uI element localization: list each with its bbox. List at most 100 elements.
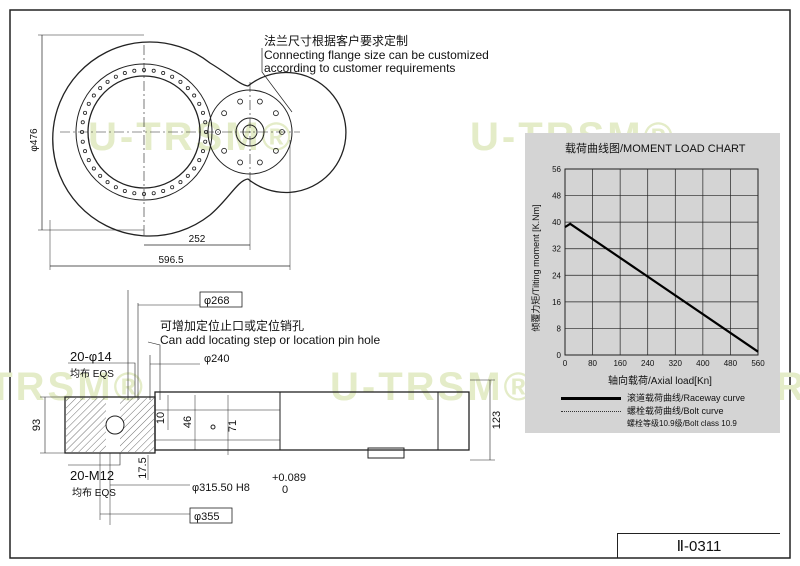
section-view-text: φ268 可增加定位止口或定位销孔 Can add locating step … bbox=[31, 295, 503, 523]
chart-x-tick-label: 560 bbox=[751, 359, 765, 368]
section-view bbox=[40, 290, 495, 525]
bolt-hole bbox=[203, 120, 208, 125]
dim-phi315-5-h8: φ315.50 H8 bbox=[192, 482, 250, 494]
bolt-hole bbox=[203, 139, 208, 144]
chart-x-tick-label: 320 bbox=[669, 359, 683, 368]
drawing-code-box: Ⅱ-0311 bbox=[617, 533, 780, 558]
bolt-hole bbox=[185, 86, 190, 91]
bolt-hole bbox=[80, 139, 85, 144]
drawing-code: Ⅱ-0311 bbox=[676, 538, 722, 555]
dim-phi268: φ268 bbox=[204, 295, 230, 307]
chart-y-tick-label: 16 bbox=[552, 298, 561, 307]
legend-raceway-label: 滚道载荷曲线/Raceway curve bbox=[627, 393, 746, 403]
bolt-hole bbox=[105, 180, 110, 185]
hole-bottom-spec: 20-M12 bbox=[70, 468, 114, 483]
bolt-hole bbox=[215, 129, 221, 135]
legend-bolt: 螺栓载荷曲线/Bolt curve bbox=[561, 404, 724, 417]
dim-93: 93 bbox=[31, 419, 43, 431]
bolt-hole bbox=[221, 110, 228, 117]
chart-y-tick-label: 40 bbox=[552, 218, 561, 227]
chart-grid bbox=[564, 168, 759, 356]
tolerance-upper: +0.089 bbox=[272, 472, 306, 484]
bolt-hole bbox=[122, 188, 127, 193]
chart-y-tick-label: 8 bbox=[557, 324, 562, 333]
chart-y-tick-label: 48 bbox=[552, 192, 561, 201]
bolt-hole bbox=[237, 159, 244, 166]
bolt-holes-small bbox=[215, 98, 285, 166]
bolt-hole bbox=[237, 98, 244, 105]
bolt-hole bbox=[122, 71, 127, 76]
chart-y-tick-label: 0 bbox=[557, 351, 562, 360]
legend-bolt-swatch bbox=[561, 411, 621, 413]
chart-y-tick-label: 56 bbox=[552, 165, 561, 174]
bolt-hole bbox=[170, 74, 175, 79]
bolt-hole bbox=[272, 147, 279, 154]
hole-bottom-eqs: 均布 EQS bbox=[72, 487, 116, 499]
bolt-hole bbox=[83, 110, 88, 115]
tolerance-lower: 0 bbox=[282, 484, 288, 496]
bolt-hole bbox=[83, 149, 88, 154]
bolt-hole bbox=[113, 74, 118, 79]
bolt-hole bbox=[151, 68, 156, 73]
chart-x-tick-label: 240 bbox=[641, 359, 655, 368]
bolt-hole bbox=[98, 86, 103, 91]
bolt-hole bbox=[161, 188, 166, 193]
dim-71: 71 bbox=[227, 420, 239, 432]
bolt-hole bbox=[197, 158, 202, 163]
dim-10: 10 bbox=[155, 412, 167, 424]
flange-note-en-line1: Connecting flange size can be customized bbox=[264, 48, 489, 62]
chart-title: 载荷曲线图/MOMENT LOAD CHART bbox=[565, 143, 746, 155]
dim-252: 252 bbox=[189, 234, 206, 245]
dim-123: 123 bbox=[491, 411, 503, 429]
pin-hole-note-en: Can add locating step or location pin ho… bbox=[160, 333, 380, 347]
bolt-hole bbox=[161, 71, 166, 76]
watermark-mid-center: U-TRSM® bbox=[330, 365, 536, 409]
bolt-hole bbox=[91, 166, 96, 171]
bolt-hole bbox=[200, 110, 205, 115]
housing-outline bbox=[52, 41, 347, 237]
bolt-class-note: 螺栓等级10.9级/Bolt class 10.9 bbox=[627, 419, 737, 428]
dim-17-5: 17.5 bbox=[137, 457, 149, 478]
chart-xlabel: 轴向载荷/Axial load[Kn] bbox=[608, 374, 712, 387]
chart-series bbox=[564, 222, 759, 353]
flange-note-en-line2: according to customer requirements bbox=[264, 61, 455, 75]
dim-box-d268 bbox=[199, 291, 243, 308]
bolt-hole bbox=[256, 98, 263, 105]
bolt-hole bbox=[80, 120, 85, 125]
flange-note-cn: 法兰尺寸根据客户要求定制 bbox=[264, 33, 408, 48]
legend-bolt-label: 螺栓载荷曲线/Bolt curve bbox=[627, 406, 724, 416]
section-housing bbox=[154, 391, 470, 451]
chart-ylabel: 倾覆力矩/Tilting moment [K.Nm] bbox=[530, 204, 541, 331]
bolt-hole bbox=[91, 93, 96, 98]
moment-load-chart-panel: 载荷曲线图/MOMENT LOAD CHART 0 80 160 240 320 400 4… bbox=[525, 133, 780, 433]
bolt-hole bbox=[178, 79, 183, 84]
chart-x-tick-label: 400 bbox=[696, 359, 710, 368]
bolt-hole bbox=[221, 147, 228, 154]
bolt-hole bbox=[197, 101, 202, 106]
dim-box-d355 bbox=[189, 507, 233, 524]
hole-top-spec: 20-φ14 bbox=[70, 349, 112, 364]
flange-note-leader bbox=[261, 48, 293, 113]
chart-y-tick-label: 32 bbox=[552, 245, 561, 254]
chart-x-tick-label: 80 bbox=[588, 359, 597, 368]
chart-y-tick-label: 24 bbox=[552, 271, 561, 280]
section-ring-hatch-right bbox=[120, 398, 154, 452]
pin-hole-note-cn: 可增加定位止口或定位销孔 bbox=[160, 318, 304, 333]
bolt-hole bbox=[185, 173, 190, 178]
watermark-top-left: U-TRSM® bbox=[88, 115, 294, 159]
bolt-hole bbox=[170, 185, 175, 190]
bolt-hole bbox=[192, 166, 197, 171]
bolt-hole bbox=[256, 159, 263, 166]
sheet-border bbox=[9, 9, 791, 559]
top-view bbox=[38, 34, 347, 270]
bolt-hole bbox=[200, 149, 205, 154]
bolt-hole bbox=[178, 180, 183, 185]
section-ball bbox=[105, 415, 125, 435]
section-worm-cap bbox=[367, 447, 405, 459]
bolt-hole bbox=[272, 110, 279, 117]
section-ring-hatch-left bbox=[66, 398, 106, 452]
bolt-hole bbox=[192, 93, 197, 98]
chart-x-tick-label: 160 bbox=[613, 359, 627, 368]
